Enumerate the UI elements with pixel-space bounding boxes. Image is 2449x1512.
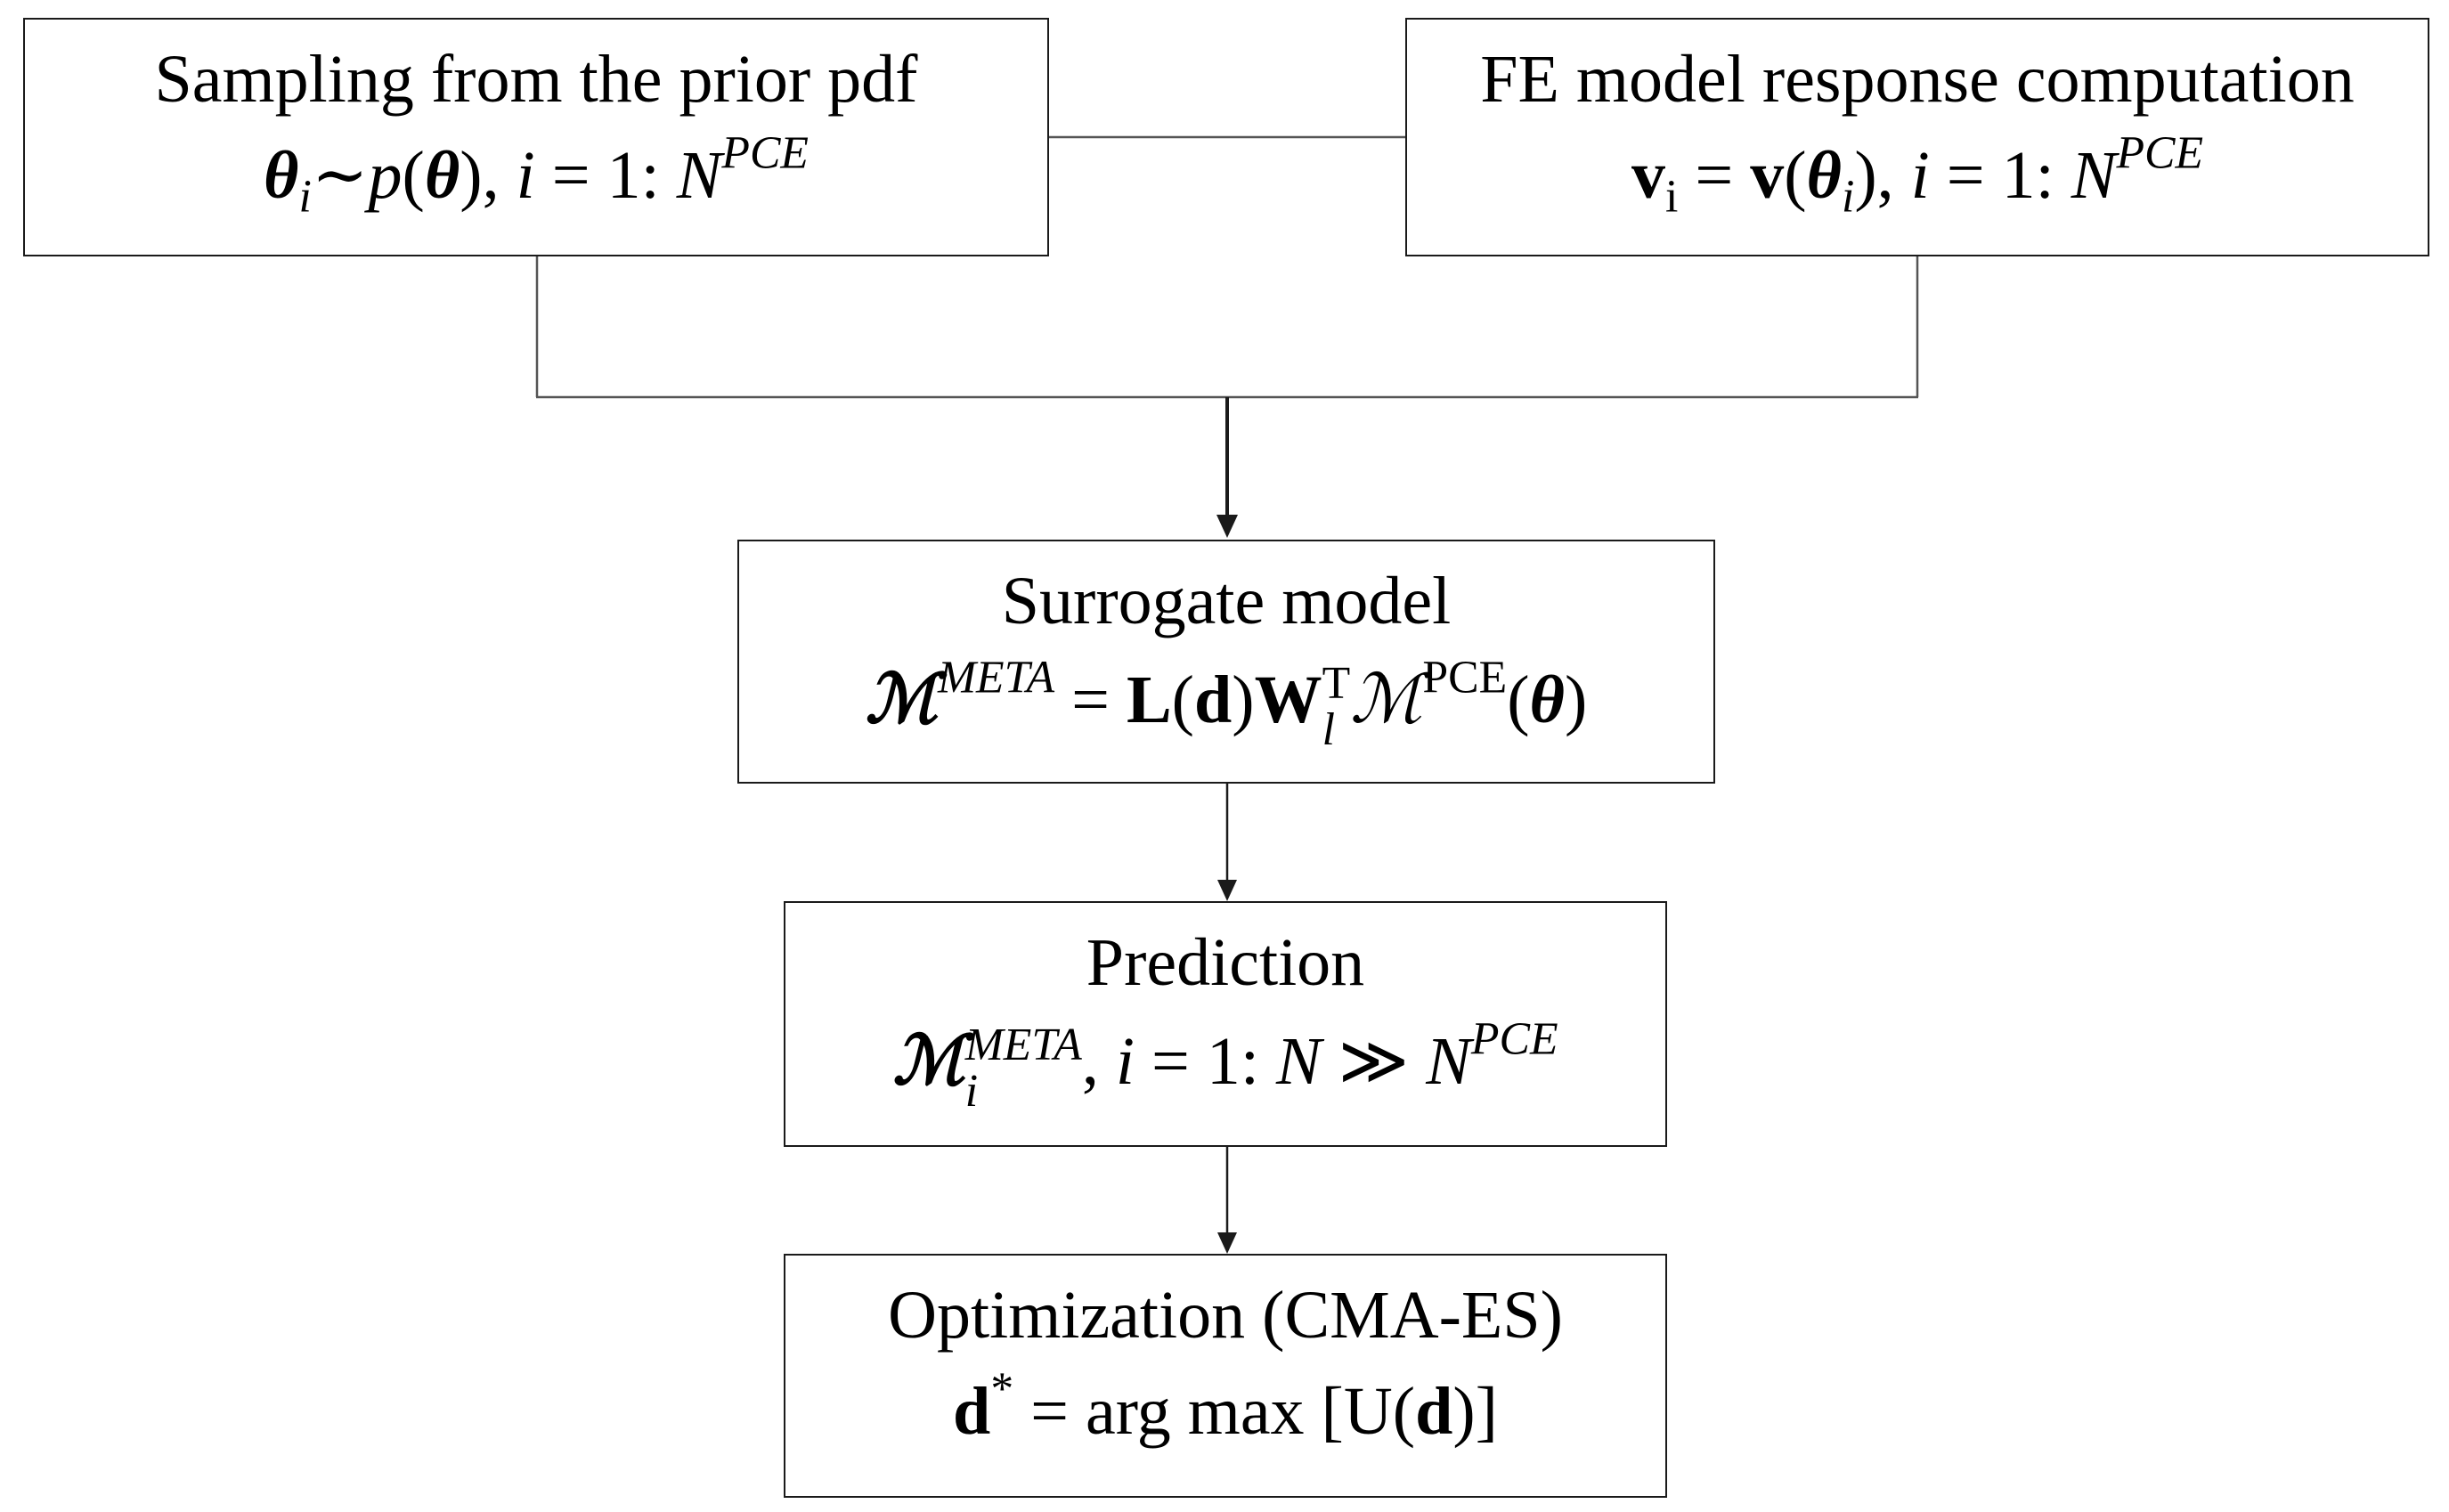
sampling-title: Sampling from the prior pdf	[154, 42, 918, 117]
optimization-formula: d* = arg max [U(d)]	[953, 1363, 1498, 1449]
sampling-formula: θi∼p(θ), i = 1: NPCE	[264, 127, 809, 223]
optimization-box: Optimization (CMA-ES) d* = arg max [U(d)…	[784, 1254, 1667, 1498]
surrogate-title: Surrogate model	[1001, 564, 1452, 638]
fe-model-formula: vi = v(θi), i = 1: NPCE	[1631, 127, 2204, 223]
arrowhead-optimization	[1217, 1232, 1237, 1254]
fe-model-title: FE model response computation	[1480, 42, 2355, 117]
arrowhead-surrogate	[1216, 515, 1238, 538]
arrowhead-prediction	[1217, 880, 1237, 901]
optimization-title: Optimization (CMA-ES)	[888, 1278, 1563, 1353]
sampling-box: Sampling from the prior pdf θi∼p(θ), i =…	[23, 18, 1049, 256]
fe-model-box: FE model response computation vi = v(θi)…	[1405, 18, 2429, 256]
prediction-title: Prediction	[1086, 925, 1365, 1000]
